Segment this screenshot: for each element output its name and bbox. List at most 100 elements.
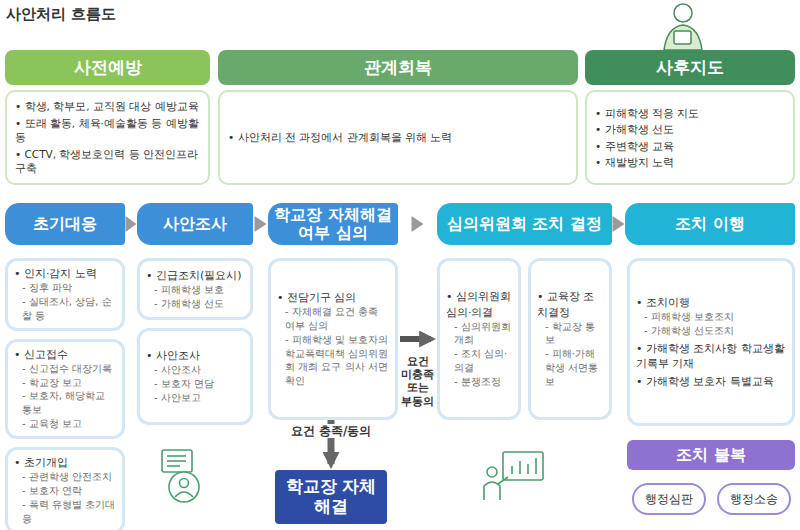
step-box: • 심의위원회 심의·의결- 심의위원회 개최- 조치 심의·의결- 분쟁조정: [437, 258, 521, 420]
chart-bar: [519, 461, 521, 474]
document-outline: [162, 450, 192, 472]
person-shoulders: [175, 492, 193, 497]
sub-item-text: - 피해학생 및 보호자의 학교폭력대책 심의위원회 개최 요구 의사 서면 확…: [277, 333, 389, 388]
step-box: • 초기개입- 관련학생 안전조치- 보호자 연락- 폭력 유형별 초기대응: [5, 447, 125, 530]
node-text: 조치 불복: [633, 446, 789, 464]
item-text: • 조치이행: [636, 295, 786, 310]
step-box: • 인지·감지 노력- 징후 파악- 실태조사, 상담, 순찰 등: [5, 258, 125, 331]
node-text: • 학생, 학부모, 교직원 대상 예방교육: [15, 99, 200, 113]
result-box: 학교장 자체해결: [275, 470, 387, 524]
step-box: • 긴급조치(필요시)- 피해학생 보호- 가해학생 선도: [137, 258, 253, 320]
sub-item-text: - 자체해결 요건 충족 여부 심의: [277, 305, 389, 333]
sub-item-text: - 분쟁조정: [446, 375, 512, 389]
person-head: [674, 4, 692, 22]
node-text: • 사안처리 전 과정에서 관계회복을 위해 노력: [228, 130, 568, 144]
node-text: 초기대응: [9, 215, 121, 233]
sub-item-text: - 피해·가해학생 서면통보: [537, 347, 603, 388]
chart-bar: [527, 464, 529, 474]
document-person-icon: [162, 450, 199, 502]
node-text: • 가해학생 선도: [595, 122, 785, 136]
presenter-body: [484, 482, 500, 500]
phase-header: 관계회복: [218, 50, 578, 85]
sub-item-text: - 심의위원회 개최: [446, 320, 512, 348]
person-body: [664, 25, 702, 50]
sub-item-text: - 교육청 보고: [14, 417, 116, 431]
phase-header: 사후지도: [585, 50, 795, 85]
node-text: 행정소송: [723, 491, 785, 508]
document-line: [167, 455, 186, 457]
flow-triangle: [255, 216, 267, 232]
flow-triangle: [613, 216, 625, 232]
phase-body: • 피해학생 적응 지도 • 가해학생 선도 • 주변학생 교육 • 재발방지 노력: [585, 90, 795, 185]
appeal-pill: 행정소송: [717, 483, 791, 515]
flow-triangle: [412, 216, 424, 232]
phase-body: • 학생, 학부모, 교직원 대상 예방교육 • 또래 활동, 체육·예술활동 등…: [5, 90, 210, 185]
node-text: 사전예방: [11, 58, 204, 78]
node-text: • CCTV, 학생보호인력 등 안전인프라 구축: [15, 147, 200, 176]
stage-header: 초기대응: [5, 203, 125, 245]
node-text: 조치 이행: [629, 215, 791, 233]
node-text: 행정심판: [638, 491, 700, 508]
sub-item-text: - 관련학생 안전조치: [14, 470, 116, 484]
stage-header: 사안조사: [137, 203, 253, 245]
node-text: 학교장 자체해결 여부 심의: [272, 206, 394, 243]
item-text: • 초기개입: [14, 455, 116, 470]
phase-body: • 사안처리 전 과정에서 관계회복을 위해 노력: [218, 90, 578, 185]
sub-item-text: - 가해학생 선도: [146, 297, 244, 311]
sub-item-text: - 보호자 연락: [14, 484, 116, 498]
sub-item-text: - 학교장 통보: [537, 320, 603, 348]
sub-item-text: - 사안보고: [146, 391, 244, 405]
pointer: [498, 477, 508, 484]
node-text: • 또래 활동, 체육·예술활동 등 예방활동: [15, 116, 200, 145]
node-text: • 피해학생 적응 지도: [595, 106, 785, 120]
item-text: • 심의위원회 심의·의결: [446, 289, 512, 319]
tablet: [674, 31, 691, 44]
board-outline: [503, 452, 543, 480]
item-text: • 인지·감지 노력: [14, 266, 116, 281]
stage-header: 학교장 자체해결 여부 심의: [268, 203, 398, 245]
sub-item-text: - 조치 심의·의결: [446, 347, 512, 375]
item-text: • 긴급조치(필요시): [146, 268, 244, 283]
presenter-head: [487, 467, 497, 477]
node-text: • 재발방지 노력: [595, 155, 785, 169]
appeal-band: 조치 불복: [627, 440, 795, 470]
person-circle: [169, 472, 199, 502]
person-head: [180, 479, 189, 488]
sub-item-text: - 보호자, 해당학교 통보: [14, 389, 116, 417]
sub-item-text: - 보호자 면담: [146, 377, 244, 391]
appeal-pill: 행정심판: [632, 483, 706, 515]
step-box: • 전담기구 심의- 자체해결 요건 충족 여부 심의- 피해학생 및 보호자의…: [268, 258, 398, 420]
phase-header: 사전예방: [5, 50, 210, 85]
chart-bar: [511, 466, 513, 474]
sub-item-text: - 신고접수 대장기록: [14, 362, 116, 376]
node-text: 사후지도: [591, 58, 789, 78]
document-line: [167, 465, 180, 467]
sub-item-text: - 피해학생 보호: [146, 283, 244, 297]
stage-header: 조치 이행: [625, 203, 795, 245]
node-text: 학교장 자체해결: [281, 477, 381, 516]
presentation-icon: [484, 452, 543, 500]
item-text: • 전담기구 심의: [277, 290, 389, 305]
document-line: [167, 460, 186, 462]
step-box: • 조치이행- 피해학생 보호조치- 가해학생 선도조치• 가해학생 조치사항 …: [627, 258, 795, 426]
item-text: • 교육장 조치결정: [537, 289, 603, 319]
sub-item-text: - 가해학생 선도조치: [636, 324, 786, 338]
sub-item-text: - 실태조사, 상담, 순찰 등: [14, 295, 116, 323]
item-text: • 신고접수: [14, 347, 116, 362]
sub-item-text: - 사안조사: [146, 363, 244, 377]
step-box: • 신고접수- 신고접수 대장기록- 학교장 보고- 보호자, 해당학교 통보-…: [5, 339, 125, 439]
sub-item-text: - 징후 파악: [14, 281, 116, 295]
sub-item-text: - 학교장 보고: [14, 376, 116, 390]
flow-triangle: [126, 216, 137, 232]
node-text: 심의위원회 조치 결정: [441, 215, 608, 233]
node-text: 관계회복: [224, 58, 572, 78]
node-text: • 주변학생 교육: [595, 139, 785, 153]
stage-header: 심의위원회 조치 결정: [437, 203, 612, 245]
sub-item-text: - 피해학생 보호조치: [636, 310, 786, 324]
edge-label: 요건 충족/동의: [276, 424, 386, 438]
step-box: • 사안조사- 사안조사- 보호자 면담- 사안보고: [137, 328, 253, 425]
person-illustration: [664, 4, 702, 50]
edge-label: 요건 미충족 또는 부동의: [400, 355, 436, 408]
step-box: • 교육장 조치결정- 학교장 통보- 피해·가해학생 서면통보: [528, 258, 612, 420]
flow-arrow: [400, 336, 431, 342]
